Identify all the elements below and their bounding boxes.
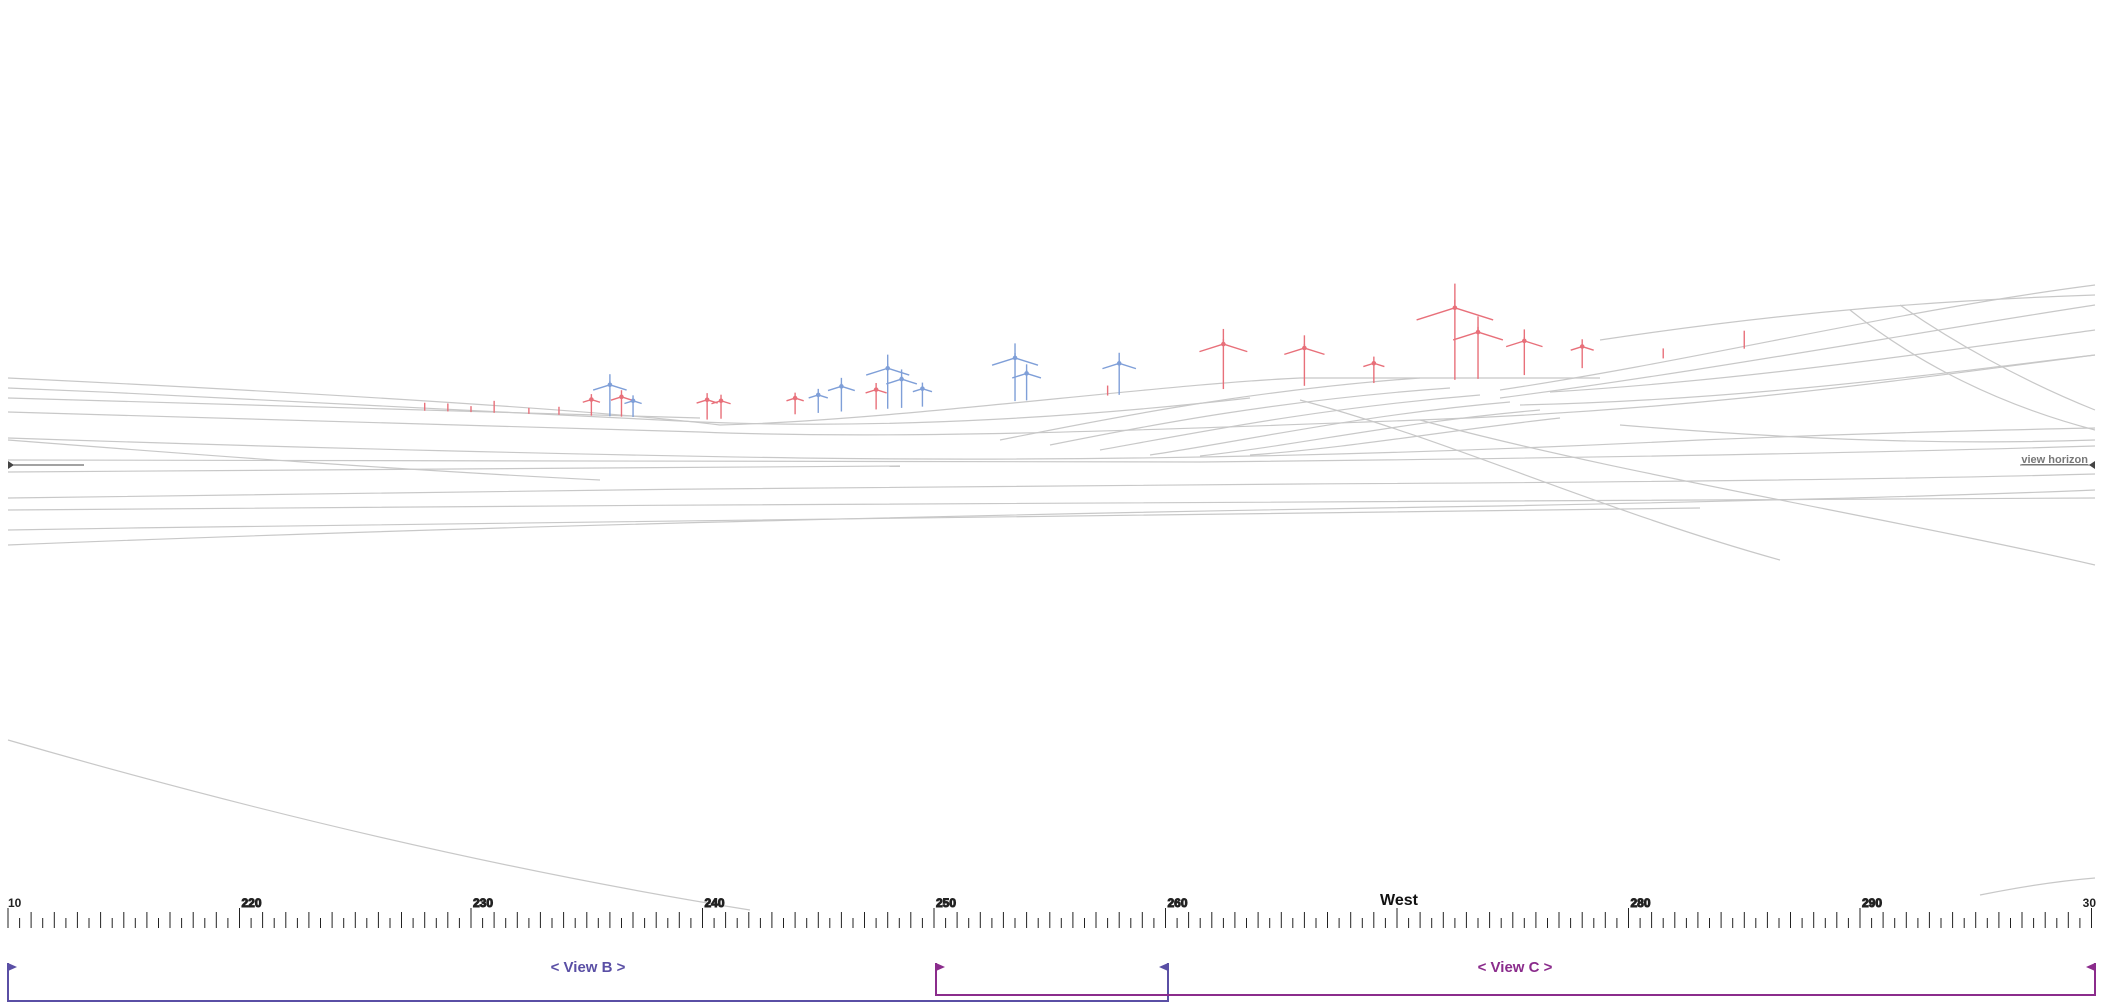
view-horizon: view horizon bbox=[8, 454, 2095, 469]
view-b-end-flag bbox=[1159, 963, 1168, 971]
horizon-right-marker bbox=[2089, 461, 2095, 469]
view-c-start-flag bbox=[936, 963, 945, 971]
existing-turbine bbox=[624, 395, 642, 417]
proposed-turbine bbox=[696, 393, 718, 420]
proposed-turbine bbox=[610, 390, 633, 417]
existing-turbine bbox=[808, 388, 829, 413]
proposed-turbine bbox=[865, 382, 887, 410]
bearing-ruler: 220 230 240 250 260 280 290 bbox=[7, 896, 2092, 928]
view-b-bracket: < View B > bbox=[7, 959, 1169, 1002]
terrain-line bbox=[7, 739, 751, 911]
terrain-line bbox=[7, 387, 1251, 425]
horizon-label: view horizon bbox=[2021, 454, 2088, 466]
terrain-line bbox=[7, 489, 2096, 546]
terrain-line bbox=[1499, 304, 2096, 399]
ruler-major-label: 240 bbox=[705, 896, 725, 910]
terrain-line bbox=[1979, 877, 2096, 896]
terrain-line bbox=[1899, 304, 2096, 411]
proposed-turbine bbox=[1416, 283, 1494, 380]
ruler-major-label: 290 bbox=[1862, 896, 1882, 910]
horizon-left-marker bbox=[8, 461, 14, 469]
proposed-turbine bbox=[582, 394, 601, 416]
terrain-line bbox=[1549, 329, 2096, 393]
turbines bbox=[424, 283, 1745, 420]
terrain-line bbox=[7, 427, 2096, 460]
ruler-major-label: 250 bbox=[936, 896, 956, 910]
terrain-line bbox=[1419, 419, 2096, 566]
existing-turbine bbox=[886, 369, 918, 408]
terrain-line bbox=[1599, 294, 2096, 341]
proposed-turbine bbox=[711, 394, 731, 419]
proposed-turbine bbox=[1452, 316, 1504, 379]
proposed-turbine bbox=[1284, 335, 1325, 386]
terrain-line bbox=[1849, 309, 2096, 431]
existing-turbine bbox=[991, 343, 1039, 402]
view-c-end-flag bbox=[2086, 963, 2095, 971]
terrain-line bbox=[1619, 424, 2096, 443]
terrain-line bbox=[7, 507, 1701, 531]
proposed-turbine bbox=[1363, 356, 1385, 384]
terrain-line bbox=[1519, 354, 2096, 406]
compass-west-label: West bbox=[1380, 892, 1419, 909]
existing-turbine bbox=[1012, 364, 1042, 401]
terrain-line bbox=[1099, 394, 1481, 451]
proposed-turbine bbox=[786, 392, 804, 415]
ruler-major-label: 220 bbox=[242, 896, 262, 910]
terrain-line bbox=[7, 445, 2096, 464]
view-c-bracket: < View C > bbox=[935, 959, 2096, 996]
terrain-line bbox=[1049, 387, 1451, 446]
ruler-start-label: 10 bbox=[8, 896, 22, 910]
ruler-major-label: 280 bbox=[1631, 896, 1651, 910]
existing-turbine bbox=[865, 354, 910, 409]
view-b-start-flag bbox=[8, 963, 17, 971]
terrain-line bbox=[1149, 401, 1511, 456]
existing-turbine bbox=[1102, 352, 1137, 395]
proposed-turbine bbox=[1199, 328, 1248, 390]
ruler-major-label: 260 bbox=[1168, 896, 1188, 910]
terrain-line bbox=[7, 473, 2096, 499]
proposed-turbine bbox=[1505, 329, 1543, 376]
terrain-line bbox=[7, 439, 601, 481]
existing-turbine bbox=[827, 377, 856, 412]
terrain-line bbox=[1499, 284, 2096, 391]
ruler-end-label: 30 bbox=[2083, 896, 2097, 910]
view-c-bracket-line bbox=[935, 963, 2096, 996]
existing-turbine bbox=[592, 374, 627, 417]
ruler-major-label: 230 bbox=[473, 896, 493, 910]
view-c-label: < View C > bbox=[1478, 959, 1553, 976]
existing-turbine bbox=[912, 382, 933, 407]
terrain-line bbox=[999, 377, 1421, 441]
terrain-line bbox=[1199, 409, 1541, 457]
view-b-label: < View B > bbox=[551, 959, 626, 976]
terrain-line bbox=[1299, 399, 1781, 561]
proposed-turbine bbox=[1570, 339, 1594, 369]
terrain-line bbox=[7, 465, 901, 473]
terrain-wireframe bbox=[7, 284, 2096, 911]
terrain-line bbox=[1249, 417, 1561, 456]
view-b-bracket-line bbox=[7, 963, 1169, 1002]
